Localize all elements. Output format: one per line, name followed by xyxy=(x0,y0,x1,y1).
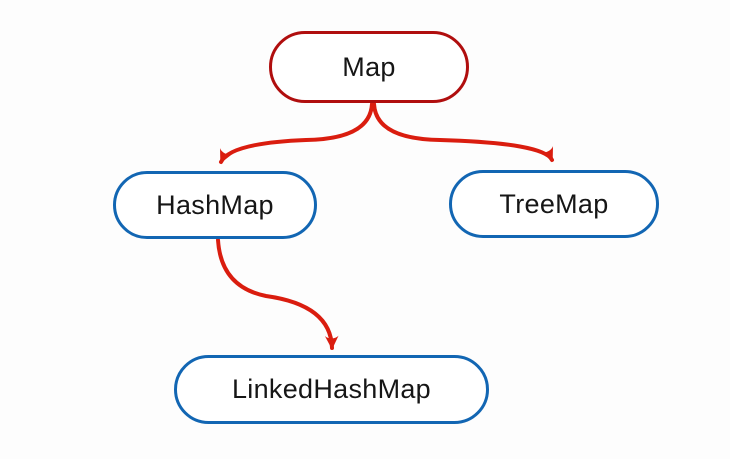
node-treemap-label: TreeMap xyxy=(499,188,609,219)
node-linkedhashmap: LinkedHashMap xyxy=(174,355,489,424)
node-treemap: TreeMap xyxy=(449,170,659,238)
node-linkedhashmap-label: LinkedHashMap xyxy=(231,374,432,404)
node-hashmap-label: HashMap xyxy=(156,189,274,220)
node-hashmap: HashMap xyxy=(113,171,317,239)
edge-map-to-hashmap xyxy=(219,102,374,164)
node-map-label: Map xyxy=(342,51,396,82)
node-map: Map xyxy=(269,31,469,103)
edge-hashmap-to-linkedhashmap xyxy=(216,238,339,350)
edge-map-to-treemap xyxy=(372,102,554,162)
